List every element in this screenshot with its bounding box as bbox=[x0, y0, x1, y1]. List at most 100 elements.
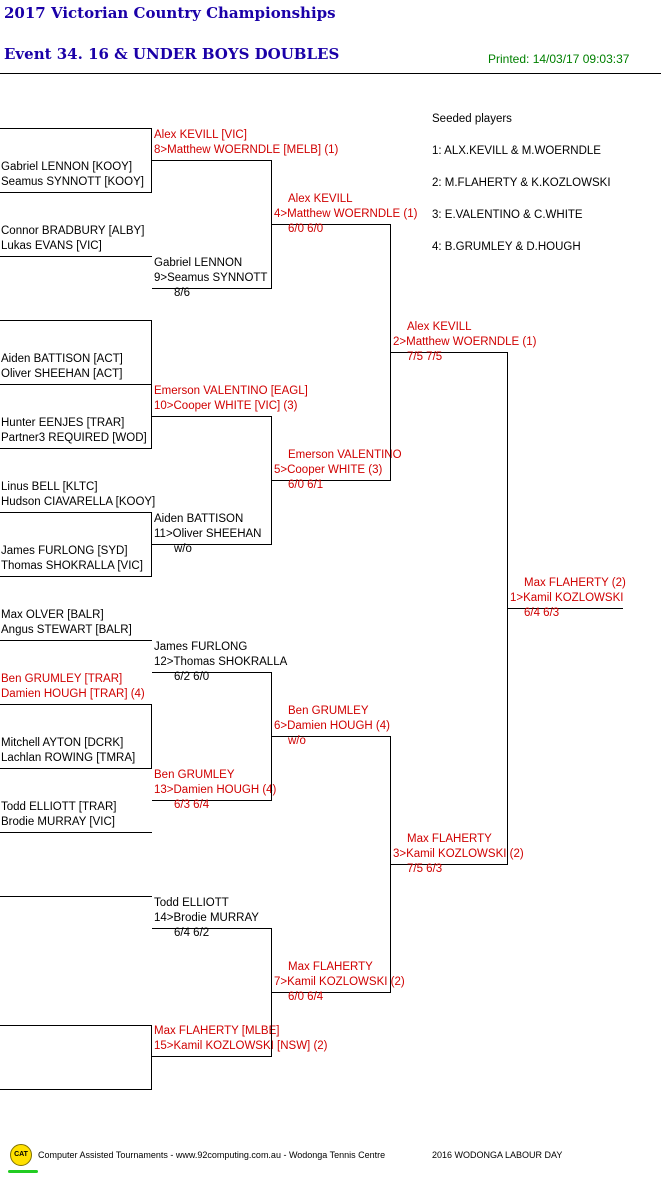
r1-player-name: Linus BELL [KLTC] bbox=[1, 481, 98, 493]
r1-player-name: Aiden BATTISON [ACT] bbox=[1, 353, 123, 365]
r1-partner-name: Seamus SYNNOTT [KOOY] bbox=[1, 176, 144, 188]
r1-partner-name: Lachlan ROWING [TMRA] bbox=[1, 752, 136, 764]
r1-slot-line bbox=[0, 256, 152, 257]
r2-slot-line bbox=[152, 288, 272, 289]
r1-connector bbox=[151, 128, 152, 192]
r2-player-name: Ben GRUMLEY bbox=[154, 769, 235, 781]
printed-timestamp: Printed: 14/03/17 09:03:37 bbox=[488, 52, 630, 66]
r1-slot-line bbox=[0, 1025, 152, 1026]
qf-partner-name: 4>Matthew WOERNDLE (1) bbox=[274, 208, 418, 220]
sf-slot-line bbox=[390, 352, 508, 353]
qf-slot-line bbox=[271, 480, 391, 481]
r1-partner-name: Thomas SHOKRALLA [VIC] bbox=[1, 560, 143, 572]
qf-partner-name: 7>Kamil KOZLOWSKI (2) bbox=[274, 976, 405, 988]
seed-item: 3: E.VALENTINO & C.WHITE bbox=[432, 209, 583, 221]
r1-connector bbox=[151, 384, 152, 448]
r1-slot-line bbox=[0, 640, 152, 641]
r2-score: 6/2 6/0 bbox=[174, 671, 210, 683]
final-slot-line bbox=[507, 608, 623, 609]
r1-player-name: Todd ELLIOTT [TRAR] bbox=[1, 801, 117, 813]
qf-player-name: Max FLAHERTY bbox=[288, 961, 373, 973]
r1-slot-line bbox=[0, 1089, 152, 1090]
r1-connector bbox=[151, 512, 152, 577]
cat-logo-underline bbox=[8, 1170, 38, 1173]
sf-partner-name: 3>Kamil KOZLOWSKI (2) bbox=[393, 848, 524, 860]
r1-connector bbox=[151, 704, 152, 769]
r2-slot-line bbox=[152, 1056, 272, 1057]
r1-partner-name: Damien HOUGH [TRAR] (4) bbox=[1, 688, 145, 700]
r2-partner-name: 13>Damien HOUGH (4) bbox=[154, 784, 277, 796]
r1-player-name: Hunter EENJES [TRAR] bbox=[1, 417, 125, 429]
qf-partner-name: 6>Damien HOUGH (4) bbox=[274, 720, 390, 732]
r2-partner-name: 12>Thomas SHOKRALLA bbox=[154, 656, 288, 668]
r1-partner-name: Lukas EVANS [VIC] bbox=[1, 240, 102, 252]
champion-player-name: Max FLAHERTY (2) bbox=[524, 577, 626, 589]
r1-slot-line bbox=[0, 704, 152, 705]
qf-slot-line bbox=[271, 992, 391, 993]
r2-player-name: Gabriel LENNON bbox=[154, 257, 243, 269]
champion-partner-name: 1>Kamil KOZLOWSKI bbox=[510, 592, 624, 604]
sf-score: 7/5 7/5 bbox=[407, 351, 443, 363]
qf-partner-name: 5>Cooper WHITE (3) bbox=[274, 464, 383, 476]
seed-item: 4: B.GRUMLEY & D.HOUGH bbox=[432, 241, 581, 253]
r1-partner-name: Hudson CIAVARELLA [KOOY] bbox=[1, 496, 156, 508]
r2-score: 6/4 6/2 bbox=[174, 927, 210, 939]
sf-score: 7/5 6/3 bbox=[407, 863, 443, 875]
r2-partner-name: 8>Matthew WOERNDLE [MELB] (1) bbox=[154, 144, 339, 156]
r1-partner-name: Brodie MURRAY [VIC] bbox=[1, 816, 115, 828]
qf-score: w/o bbox=[288, 735, 306, 747]
r1-slot-line bbox=[0, 384, 152, 385]
r2-player-name: James FURLONG bbox=[154, 641, 248, 653]
header-rule bbox=[0, 73, 661, 74]
qf-slot-line bbox=[271, 224, 391, 225]
qf-slot-line bbox=[271, 736, 391, 737]
r2-slot-line bbox=[152, 928, 272, 929]
r1-player-name: Connor BRADBURY [ALBY] bbox=[1, 225, 145, 237]
event-title: Event 34. 16 & UNDER BOYS DOUBLES bbox=[4, 45, 340, 63]
r1-slot-line bbox=[0, 128, 152, 129]
r2-player-name: Max FLAHERTY [MLBE] bbox=[154, 1025, 280, 1037]
footer-credit: Computer Assisted Tournaments - www.92co… bbox=[38, 1150, 386, 1160]
r1-slot-line bbox=[0, 576, 152, 577]
r2-partner-name: 11>Oliver SHEEHAN bbox=[154, 528, 262, 540]
r2-partner-name: 9>Seamus SYNNOTT bbox=[154, 272, 268, 284]
qf-score: 6/0 6/0 bbox=[288, 223, 324, 235]
seed-item: 2: M.FLAHERTY & K.KOZLOWSKI bbox=[432, 177, 611, 189]
r1-slot-line bbox=[0, 448, 152, 449]
r1-player-name: Gabriel LENNON [KOOY] bbox=[1, 161, 133, 173]
r1-connector bbox=[151, 1025, 152, 1089]
r2-score: w/o bbox=[174, 543, 192, 555]
qf-player-name: Emerson VALENTINO bbox=[288, 449, 402, 461]
tournament-title: 2017 Victorian Country Championships bbox=[4, 4, 336, 22]
r1-slot-line bbox=[0, 832, 152, 833]
r1-slot-line bbox=[0, 512, 152, 513]
r2-score: 8/6 bbox=[174, 287, 190, 299]
r1-slot-line bbox=[0, 896, 152, 897]
r1-player-name: Max OLVER [BALR] bbox=[1, 609, 104, 621]
seed-item: 1: ALX.KEVILL & M.WOERNDLE bbox=[432, 145, 601, 157]
sf-slot-line bbox=[390, 864, 508, 865]
r2-partner-name: 15>Kamil KOZLOWSKI [NSW] (2) bbox=[154, 1040, 328, 1052]
r2-slot-line bbox=[152, 672, 272, 673]
qf-player-name: Alex KEVILL bbox=[288, 193, 353, 205]
r2-slot-line bbox=[152, 416, 272, 417]
r1-player-name: Ben GRUMLEY [TRAR] bbox=[1, 673, 123, 685]
qf-player-name: Ben GRUMLEY bbox=[288, 705, 369, 717]
sf-partner-name: 2>Matthew WOERNDLE (1) bbox=[393, 336, 537, 348]
r2-partner-name: 10>Cooper WHITE [VIC] (3) bbox=[154, 400, 298, 412]
r1-connector bbox=[151, 320, 152, 385]
seeded-heading: Seeded players bbox=[432, 113, 512, 125]
cat-logo: CAT bbox=[10, 1144, 32, 1166]
r2-partner-name: 14>Brodie MURRAY bbox=[154, 912, 259, 924]
r2-score: 6/3 6/4 bbox=[174, 799, 210, 811]
r2-player-name: Aiden BATTISON bbox=[154, 513, 244, 525]
r2-player-name: Alex KEVILL [VIC] bbox=[154, 129, 247, 141]
sf-player-name: Alex KEVILL bbox=[407, 321, 472, 333]
r2-slot-line bbox=[152, 160, 272, 161]
footer-event-name: 2016 WODONGA LABOUR DAY bbox=[432, 1150, 563, 1160]
r1-slot-line bbox=[0, 768, 152, 769]
r2-slot-line bbox=[152, 544, 272, 545]
r1-partner-name: Oliver SHEEHAN [ACT] bbox=[1, 368, 123, 380]
r1-slot-line bbox=[0, 320, 152, 321]
r1-slot-line bbox=[0, 192, 152, 193]
